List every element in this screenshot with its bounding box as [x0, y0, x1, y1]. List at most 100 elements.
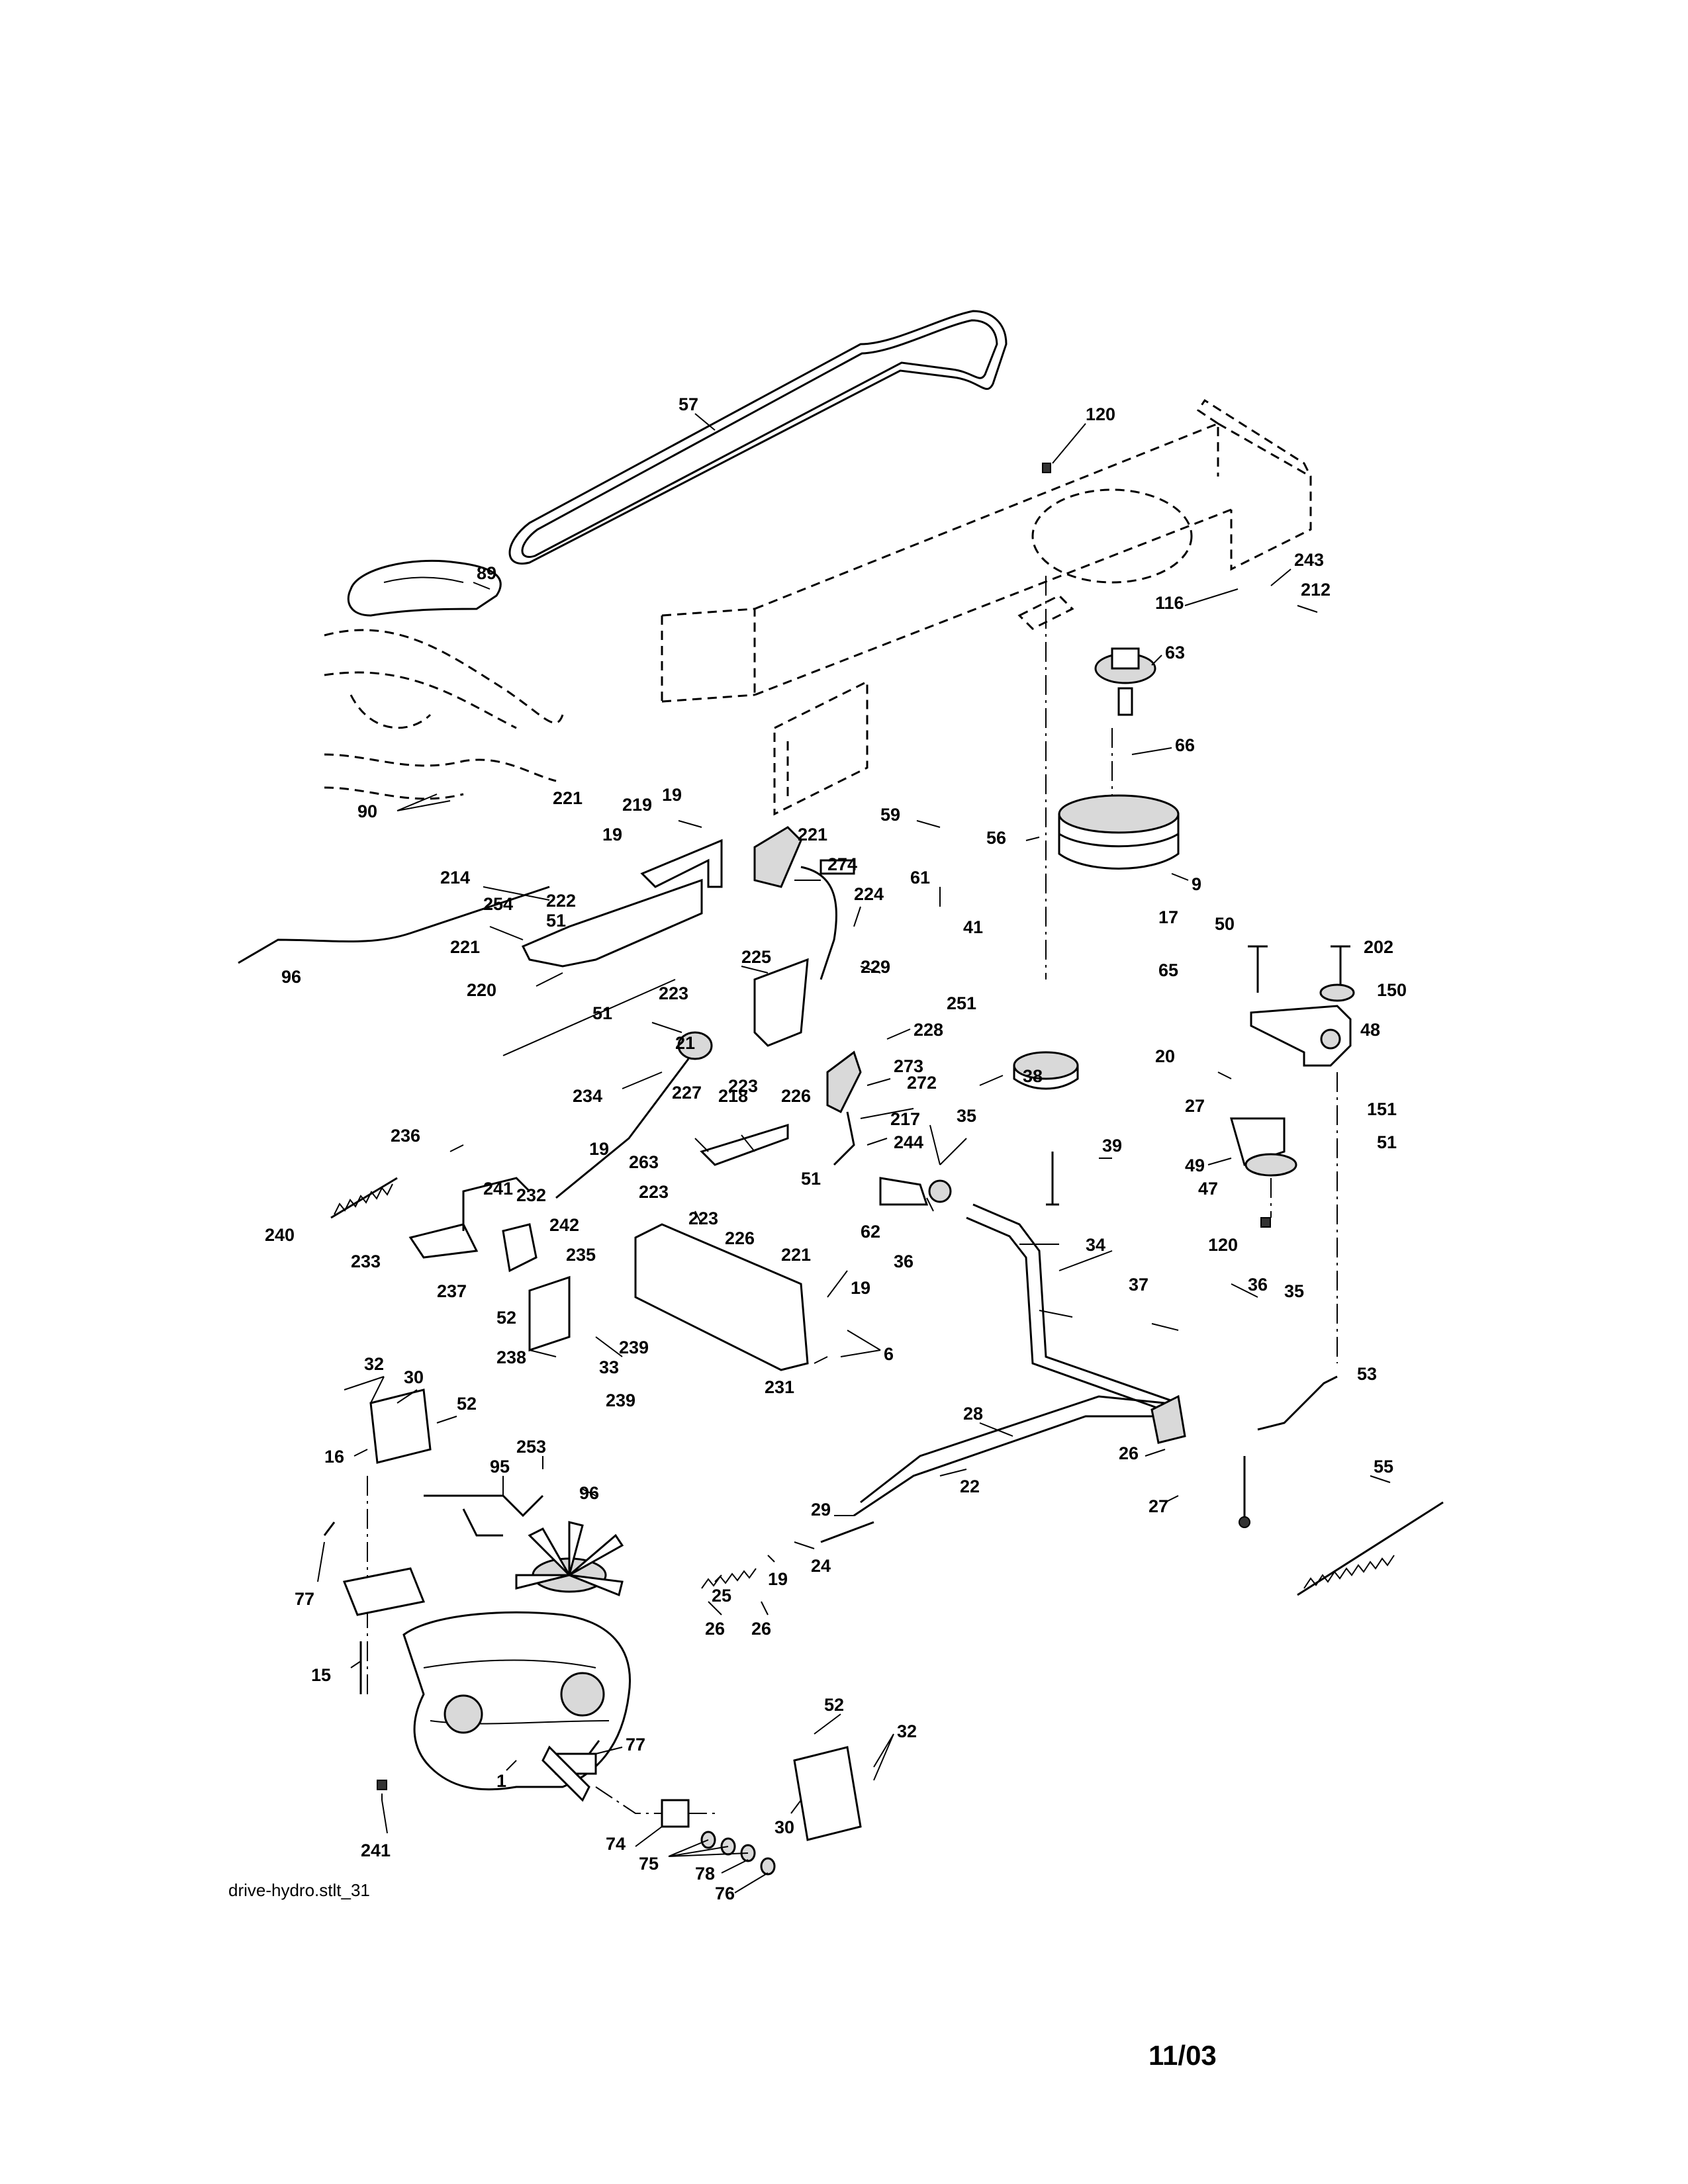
- part-label: 48: [1360, 1020, 1380, 1040]
- part-label: 232: [516, 1185, 546, 1205]
- part-label: 228: [914, 1020, 943, 1040]
- part-label: 223: [728, 1076, 758, 1096]
- part-label: 65: [1158, 960, 1178, 980]
- part-label: 116: [1155, 593, 1184, 613]
- part-label: 202: [1364, 937, 1393, 957]
- part-label: 224: [854, 884, 884, 904]
- part-label: 52: [824, 1695, 844, 1715]
- part-label: 16: [324, 1447, 344, 1467]
- part-label: 1: [496, 1771, 506, 1791]
- part-label: 214: [440, 868, 470, 887]
- part-label: 221: [781, 1245, 811, 1265]
- part-label: 22: [960, 1477, 980, 1496]
- part-label: 51: [592, 1003, 612, 1023]
- part-label: 66: [1175, 735, 1195, 755]
- part-label: 263: [629, 1152, 659, 1172]
- part-label: 41: [963, 917, 983, 937]
- part-label: 96: [579, 1483, 599, 1503]
- part-label: 47: [1198, 1179, 1218, 1199]
- part-label: 33: [599, 1357, 619, 1377]
- part-label: 27: [1149, 1496, 1168, 1516]
- part-label: 120: [1208, 1235, 1238, 1255]
- part-label: 78: [695, 1864, 715, 1884]
- part-label: 51: [801, 1169, 821, 1189]
- part-label: 238: [496, 1347, 526, 1367]
- part-label: 226: [725, 1228, 755, 1248]
- part-label: 95: [490, 1457, 510, 1477]
- part-label: 30: [404, 1367, 424, 1387]
- part-label: 57: [679, 394, 698, 414]
- part-label: 96: [281, 967, 301, 987]
- part-label: 241: [361, 1841, 391, 1860]
- part-label: 251: [947, 993, 976, 1013]
- part-label: 34: [1086, 1235, 1105, 1255]
- part-label: 51: [546, 911, 566, 931]
- part-label: 225: [741, 947, 771, 967]
- part-label: 53: [1357, 1364, 1377, 1384]
- part-label: 229: [861, 957, 890, 977]
- part-label: 17: [1158, 907, 1178, 927]
- part-label: 233: [351, 1251, 381, 1271]
- leader-lines: [317, 413, 1391, 1893]
- part-label: 20: [1155, 1046, 1175, 1066]
- part-label: 231: [765, 1377, 794, 1397]
- part-label: 32: [364, 1354, 384, 1374]
- part-label: 26: [705, 1619, 725, 1639]
- drive-belt: [508, 310, 1008, 565]
- part-label: 36: [894, 1251, 914, 1271]
- part-label: 29: [811, 1500, 831, 1520]
- part-label: 9: [1192, 874, 1201, 894]
- part-label: 24: [811, 1556, 831, 1576]
- part-label: 55: [1374, 1457, 1393, 1477]
- part-label: 19: [589, 1139, 609, 1159]
- part-label: 236: [391, 1126, 420, 1146]
- part-label: 220: [467, 980, 496, 1000]
- part-label: 19: [602, 825, 622, 844]
- revision-date: 11/03: [1149, 2040, 1217, 2071]
- part-label: 226: [781, 1086, 811, 1106]
- part-label: 221: [450, 937, 480, 957]
- part-label: 120: [1086, 404, 1115, 424]
- part-label: 35: [957, 1106, 976, 1126]
- part-label: 239: [606, 1390, 635, 1410]
- part-label: 19: [662, 785, 682, 805]
- part-label: 241: [483, 1179, 513, 1199]
- part-label: 253: [516, 1437, 546, 1457]
- part-label: 223: [659, 983, 688, 1003]
- part-label: 15: [311, 1665, 331, 1685]
- diagram-caption: drive-hydro.stlt_31: [228, 1880, 370, 1900]
- part-label: 89: [477, 563, 496, 583]
- seat-area: [324, 559, 564, 800]
- part-label: 39: [1102, 1136, 1122, 1156]
- part-label: 30: [774, 1817, 794, 1837]
- part-label: 51: [1377, 1132, 1397, 1152]
- part-label: 35: [1284, 1281, 1304, 1301]
- part-label: 151: [1367, 1099, 1397, 1119]
- part-label: 26: [1119, 1443, 1139, 1463]
- part-label: 52: [496, 1308, 516, 1328]
- part-labels: 57 120 89 243 116 212 63 66 59 90 19 219…: [265, 394, 1407, 1903]
- part-label: 76: [715, 1884, 735, 1903]
- part-label: 61: [910, 868, 930, 887]
- idler-assembly: [1230, 945, 1355, 1363]
- part-label: 244: [894, 1132, 923, 1152]
- part-label: 218: [718, 1086, 748, 1106]
- part-label: 63: [1165, 643, 1185, 662]
- part-label: 223: [688, 1208, 718, 1228]
- part-label: 25: [712, 1586, 731, 1606]
- part-label: 217: [890, 1109, 920, 1129]
- part-label: 240: [265, 1225, 295, 1245]
- part-label: 6: [884, 1344, 894, 1364]
- part-label: 56: [986, 828, 1006, 848]
- part-label: 150: [1377, 980, 1407, 1000]
- part-label: 227: [672, 1083, 702, 1103]
- part-label: 243: [1294, 550, 1324, 570]
- part-label: 234: [573, 1086, 602, 1106]
- part-label: 77: [295, 1589, 314, 1609]
- tractor-frame: [661, 398, 1312, 816]
- part-label: 273: [894, 1056, 923, 1076]
- part-label: 77: [626, 1735, 645, 1754]
- part-label: 49: [1185, 1156, 1205, 1175]
- part-label: 221: [798, 825, 827, 844]
- part-label: 274: [827, 854, 857, 874]
